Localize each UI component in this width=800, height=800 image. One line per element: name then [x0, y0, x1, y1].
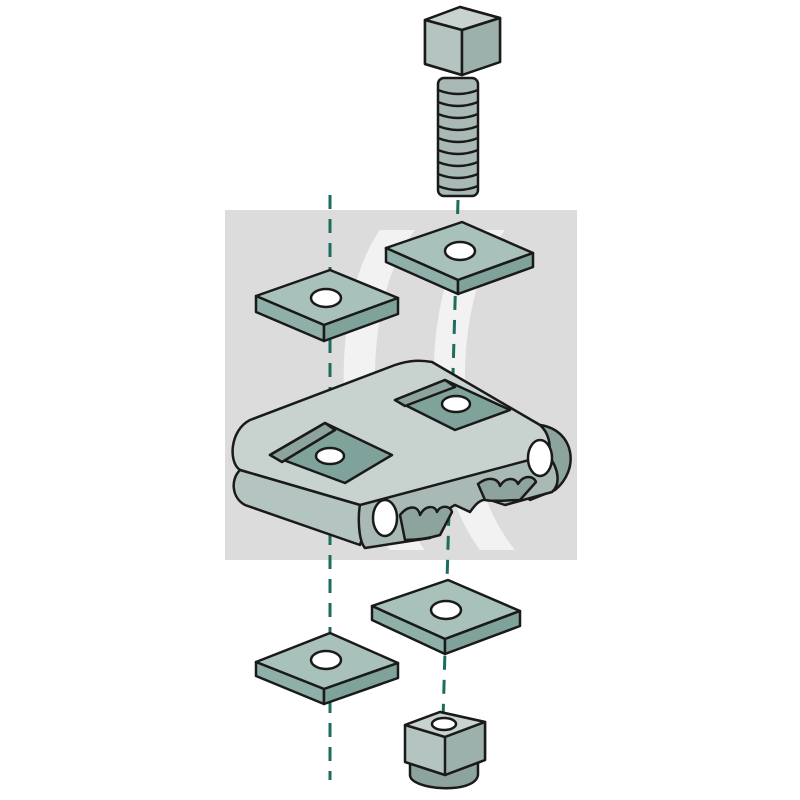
square-washer-top-right [384, 220, 535, 296]
bolt-head [423, 5, 502, 77]
hex-nut [403, 710, 487, 790]
square-washer-bottom-left [254, 631, 400, 706]
clamp-side-hole [371, 498, 399, 538]
square-washer-top-left [254, 268, 400, 343]
washer-hole [443, 240, 477, 262]
nut-hole [430, 716, 458, 732]
washer-hole [309, 287, 343, 309]
clamp-top-hole [314, 446, 346, 466]
clamp-top-hole [440, 394, 472, 414]
square-washer-bottom-right [370, 578, 522, 656]
bolt-thread [436, 76, 480, 198]
washer-hole [429, 599, 463, 621]
hex-bolt [423, 5, 502, 198]
clamp-side-hole [526, 438, 554, 478]
cable-clamp-body [231, 359, 572, 550]
washer-hole [309, 649, 343, 671]
